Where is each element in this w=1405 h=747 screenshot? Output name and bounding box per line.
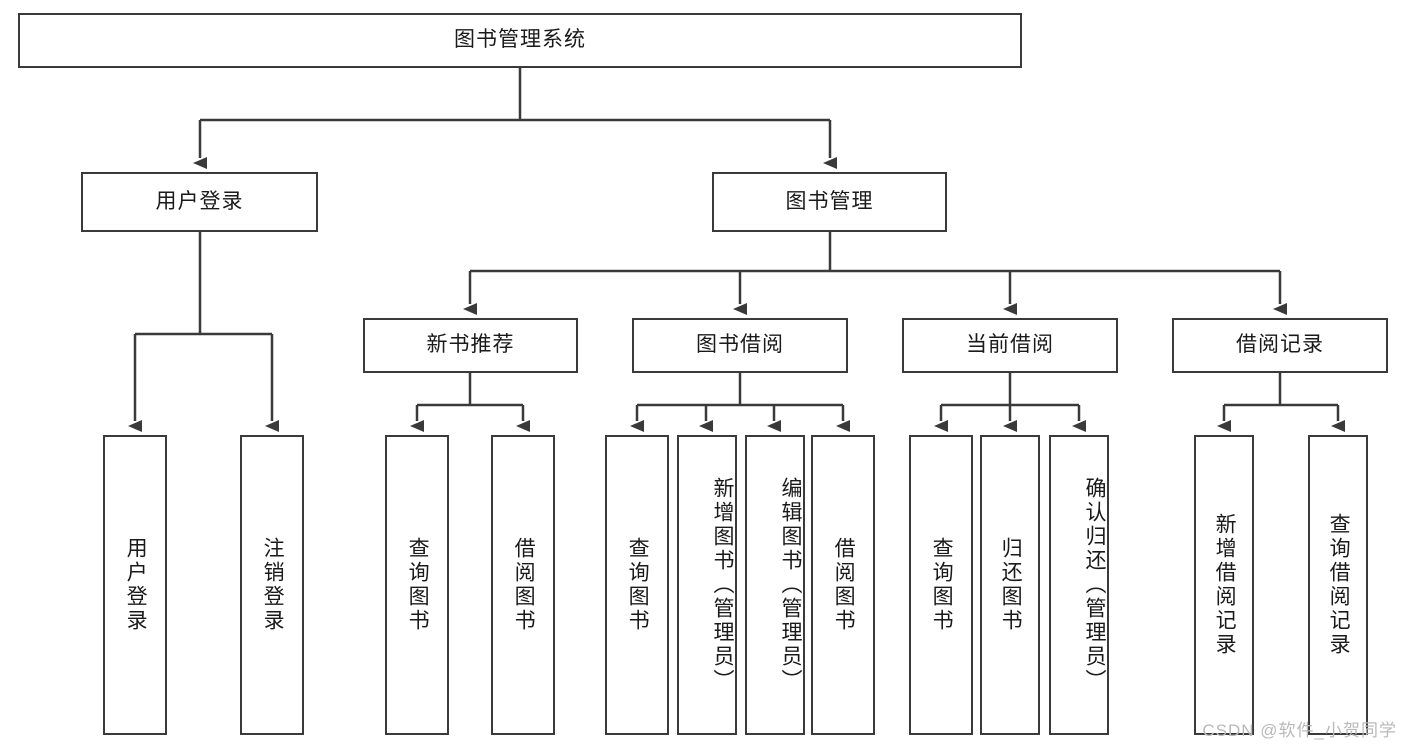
node-label: 用户登录 (155, 189, 244, 213)
node-label: 查询借阅记录 (1327, 513, 1351, 657)
node-label: 新增图书（管理员） (711, 477, 734, 693)
node-book-borrow[interactable]: 图书借阅 (632, 318, 848, 373)
node-label: 确认归还（管理员） (1083, 477, 1106, 693)
node-label: 查询图书 (626, 537, 650, 633)
node-label: 借阅图书 (512, 537, 536, 633)
leaf-user-login-signin[interactable]: 用户登录 (103, 435, 167, 735)
leaf-current-query-book[interactable]: 查询图书 (909, 435, 973, 735)
node-label: 归还图书 (999, 537, 1023, 633)
node-label: 用户登录 (124, 537, 148, 633)
leaf-current-confirm-return-admin[interactable]: 确认归还（管理员） (1049, 435, 1109, 735)
node-label: 借阅记录 (1236, 333, 1324, 357)
node-root-library-system[interactable]: 图书管理系统 (18, 13, 1022, 68)
node-label: 查询图书 (930, 537, 954, 633)
node-label: 注销登录 (261, 537, 285, 633)
watermark: CSDN @软件_小贺同学 (1202, 721, 1397, 740)
leaf-recommend-query-book[interactable]: 查询图书 (385, 435, 449, 735)
leaf-record-query-record[interactable]: 查询借阅记录 (1308, 435, 1368, 735)
node-label: 新增借阅记录 (1213, 513, 1237, 657)
node-book-management[interactable]: 图书管理 (712, 172, 947, 232)
node-current-borrow[interactable]: 当前借阅 (902, 318, 1118, 373)
node-user-login[interactable]: 用户登录 (81, 172, 318, 232)
node-label: 借阅图书 (832, 537, 856, 633)
leaf-borrow-edit-book-admin[interactable]: 编辑图书（管理员） (745, 435, 805, 735)
node-label: 查询图书 (406, 537, 430, 633)
leaf-borrow-query-book[interactable]: 查询图书 (605, 435, 669, 735)
leaf-borrow-borrow-book[interactable]: 借阅图书 (811, 435, 875, 735)
node-label: 新书推荐 (426, 333, 515, 357)
node-label: 编辑图书（管理员） (779, 477, 802, 693)
node-borrow-record[interactable]: 借阅记录 (1172, 318, 1388, 373)
leaf-recommend-borrow-book[interactable]: 借阅图书 (491, 435, 555, 735)
leaf-borrow-add-book-admin[interactable]: 新增图书（管理员） (677, 435, 737, 735)
leaf-record-add-record[interactable]: 新增借阅记录 (1194, 435, 1254, 735)
node-label: 图书管理 (785, 189, 874, 213)
node-label: 当前借阅 (966, 333, 1054, 357)
node-label: 图书管理系统 (454, 28, 586, 52)
leaf-current-return-book[interactable]: 归还图书 (980, 435, 1040, 735)
node-new-book-recommend[interactable]: 新书推荐 (363, 318, 578, 373)
node-label: 图书借阅 (696, 333, 784, 357)
leaf-user-login-signout[interactable]: 注销登录 (240, 435, 304, 735)
